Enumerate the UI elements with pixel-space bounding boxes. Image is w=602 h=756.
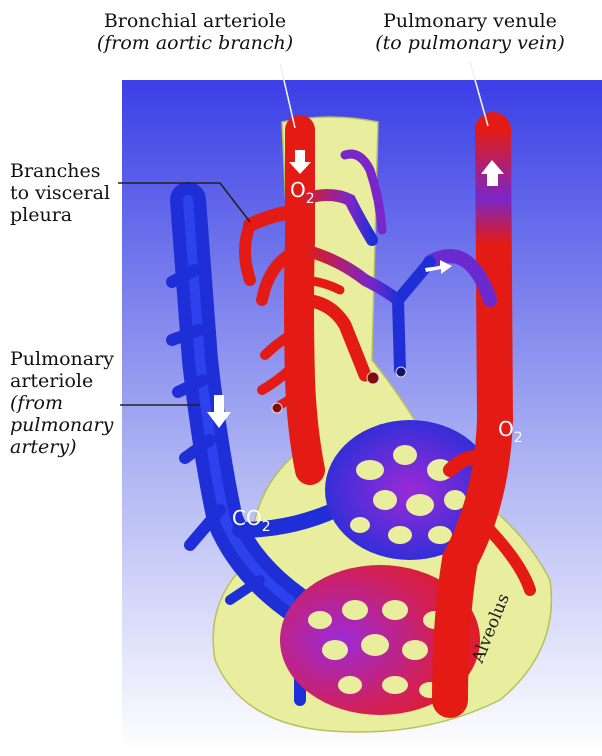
up-arrow-icon <box>481 160 504 186</box>
branches-caption: Branches to visceral pleura <box>10 160 130 226</box>
co2-label: CO2 <box>232 506 271 535</box>
venule-title: Pulmonary venule <box>383 10 557 32</box>
pulmonary-venule-caption: Pulmonary venule (to pulmonary vein) <box>355 10 585 54</box>
down-arrow-icon <box>289 150 311 174</box>
bronchial-arteriole <box>239 115 404 485</box>
arteriole-line1: Pulmonary <box>10 348 114 370</box>
right-arrow-icon <box>425 260 452 274</box>
arteriole-line3: (from <box>10 392 63 414</box>
arteriole-line2: arteriole <box>10 370 94 392</box>
pulmonary-arteriole <box>166 182 343 706</box>
o2-top-label: O2 <box>290 178 315 207</box>
bronchial-arteriole-caption: Bronchial arteriole (from aortic branch) <box>70 10 320 54</box>
venule-leader <box>469 61 489 127</box>
arteriole-line5: artery) <box>10 436 77 458</box>
bronchial-leader <box>279 62 296 129</box>
branches-line2: to visceral <box>10 182 111 204</box>
pulmonary-venule <box>391 112 536 718</box>
branches-line3: pleura <box>10 204 73 226</box>
vessel-openings <box>271 366 407 414</box>
bronchial-subtitle: (from aortic branch) <box>96 32 294 54</box>
arteriole-line4: pulmonary <box>10 414 114 436</box>
venule-subtitle: (to pulmonary vein) <box>375 32 565 54</box>
pulmonary-arteriole-caption: Pulmonary arteriole (from pulmonary arte… <box>10 348 130 458</box>
branches-line1: Branches <box>10 160 101 182</box>
bronchial-title: Bronchial arteriole <box>103 10 287 32</box>
down-arrow-icon <box>207 395 231 428</box>
leader-lines <box>118 61 489 406</box>
branches-leader <box>118 182 251 223</box>
o2-right-label: O2 <box>498 417 523 446</box>
